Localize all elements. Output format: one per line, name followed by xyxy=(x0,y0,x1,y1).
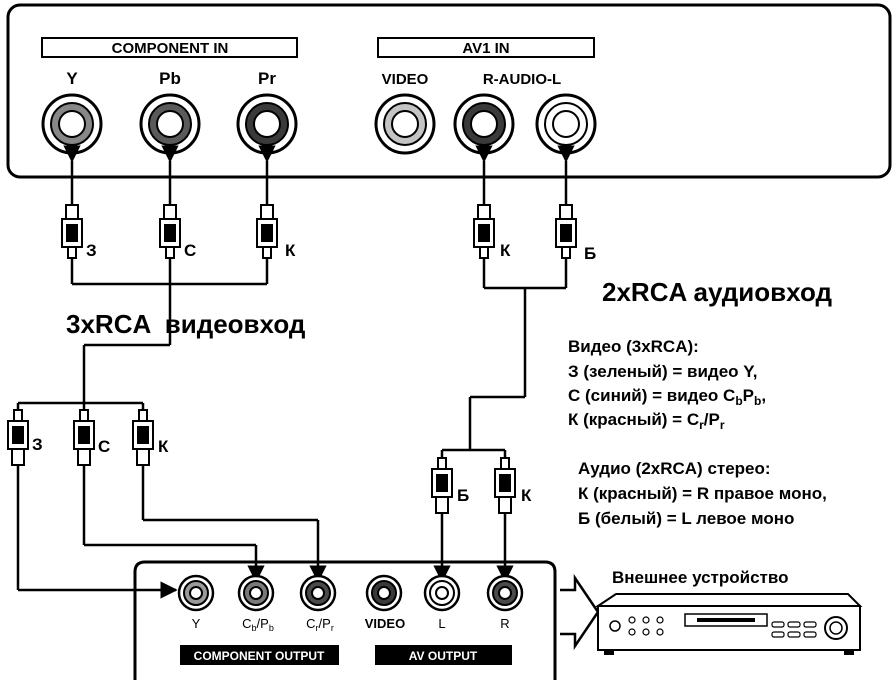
plug-bottom-g xyxy=(7,409,29,466)
jack-label-video: VIDEO xyxy=(382,71,429,88)
plug-top-audio-l xyxy=(555,204,577,259)
component-output-box xyxy=(180,645,339,665)
device-jack-y xyxy=(177,574,215,612)
tv-jack-pr xyxy=(236,93,298,155)
jack-label-pb: Pb xyxy=(159,69,181,88)
top-video-cable xyxy=(63,145,276,403)
dvd-player-icon xyxy=(594,593,863,655)
bottom-plug-label-audio-l: Б xyxy=(457,486,469,505)
device-jack-cr xyxy=(299,574,337,612)
plug-top-audio-r xyxy=(473,204,495,259)
jack-label-y: Y xyxy=(66,69,78,88)
jack-label-pr: Pr xyxy=(258,69,276,88)
legend-audio-r: К (красный) = R правое моно, xyxy=(578,484,827,503)
top-plug-label-audio-r: К xyxy=(500,241,511,260)
av-output-label: AV OUTPUT xyxy=(409,649,478,663)
device-label-video: VIDEO xyxy=(365,616,405,631)
device-arrow-icon xyxy=(560,573,600,651)
device-jack-l xyxy=(423,574,461,612)
component-in-header: COMPONENT IN xyxy=(112,40,229,57)
legend: Видео (3xRCA): З (зеленый) = видео Y, С … xyxy=(568,337,827,528)
top-plug-label-r: К xyxy=(285,241,296,260)
tv-panel xyxy=(6,3,892,179)
bottom-plug-label-r: К xyxy=(158,437,169,456)
av1-in-header: AV1 IN xyxy=(462,40,509,57)
legend-video-g: З (зеленый) = видео Y, xyxy=(568,362,757,381)
top-audio-cable xyxy=(440,145,575,458)
plug-top-b xyxy=(159,204,181,259)
device-label-cb: Cb/Pb xyxy=(242,616,274,633)
tv-jack-video xyxy=(374,93,436,155)
component-output-label: COMPONENT OUTPUT xyxy=(194,649,325,663)
av1-in-header-box xyxy=(377,37,595,58)
top-plug-label-b: С xyxy=(184,241,196,260)
bottom-plug-label-audio-r: К xyxy=(521,486,532,505)
device-label-r: R xyxy=(500,616,509,631)
plug-bottom-b xyxy=(73,409,95,466)
plug-bottom-r xyxy=(132,409,154,466)
device-panel xyxy=(133,560,557,680)
tv-jack-audio-l xyxy=(535,93,597,155)
legend-audio-title: Аудио (2xRCA) стерео: xyxy=(578,459,771,478)
plug-top-g xyxy=(61,204,83,259)
plug-top-r xyxy=(256,204,278,259)
device-jack-cb xyxy=(237,574,275,612)
device-label-l: L xyxy=(438,616,445,631)
device-jack-video xyxy=(365,574,403,612)
legend-video-r: К (красный) = Cr/Pr xyxy=(568,410,725,432)
bottom-video-cable xyxy=(16,401,327,599)
plug-bottom-audio-r xyxy=(494,457,516,514)
video-caption: 3xRCA видеовход xyxy=(66,309,306,339)
plug-bottom-audio-l xyxy=(431,457,453,514)
legend-video-b: С (синий) = видео CbPb, xyxy=(568,386,766,408)
tv-jack-pb xyxy=(139,93,201,155)
legend-audio-l: Б (белый) = L левое моно xyxy=(578,509,794,528)
audio-caption: 2xRCA аудиовход xyxy=(602,277,832,307)
device-title: Внешнее устройство xyxy=(612,568,789,587)
device-label-cr: Cr/Pr xyxy=(306,616,334,633)
tv-jack-y xyxy=(41,93,103,155)
device-label-y: Y xyxy=(192,616,201,631)
bottom-audio-cable xyxy=(433,513,514,583)
bottom-plug-label-g: З xyxy=(32,435,43,454)
tv-jack-audio-r xyxy=(453,93,515,155)
component-in-header-box xyxy=(41,37,298,58)
device-jack-r xyxy=(486,574,524,612)
top-plug-label-g: З xyxy=(86,241,97,260)
av-output-box xyxy=(375,645,512,665)
top-plug-label-audio-l: Б xyxy=(584,244,596,263)
jack-label-r-audio-l: R-AUDIO-L xyxy=(483,71,561,88)
legend-video-title: Видео (3xRCA): xyxy=(568,337,699,356)
bottom-plug-label-b: С xyxy=(98,437,110,456)
